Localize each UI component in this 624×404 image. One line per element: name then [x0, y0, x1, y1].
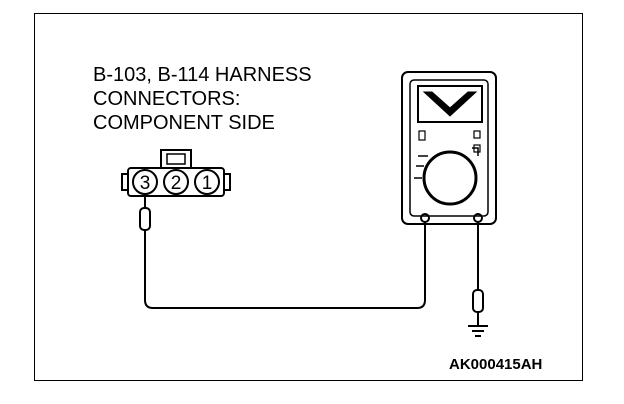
connector-ear-left [121, 173, 129, 191]
ground-lead [472, 222, 484, 326]
probe-pin3 [139, 194, 151, 231]
ground-symbol-icon [468, 325, 488, 337]
pin-1-label: 1 [202, 173, 213, 194]
mode-button-right-top [473, 130, 481, 139]
dial-scale-marks [414, 147, 479, 179]
test-lead-wire [144, 222, 426, 309]
multimeter-inner [409, 79, 489, 217]
multimeter-display [417, 85, 483, 123]
connector-label: B-103, B-114 HARNESS CONNECTORS: COMPONE… [93, 63, 312, 135]
ground-probe [472, 289, 484, 313]
volt-symbol-icon [422, 91, 478, 117]
pin-2-label: 2 [171, 173, 182, 194]
diagram-frame [34, 13, 583, 381]
figure-code: AK000415AH [449, 356, 543, 373]
pin-3-label: 3 [140, 173, 151, 194]
connector-lock-inner [166, 153, 186, 165]
multimeter [401, 71, 497, 225]
multimeter-dial [422, 150, 478, 206]
connector-label-line3: COMPONENT SIDE [93, 112, 275, 134]
multimeter-case [401, 71, 497, 225]
pin-1-circle [194, 169, 220, 195]
connector-lock-tab [160, 149, 192, 168]
pin-2-circle [163, 169, 189, 195]
jack-right [473, 213, 483, 223]
jack-left [420, 213, 430, 223]
connector-ear-right [223, 173, 231, 191]
connector-label-line1: B-103, B-114 HARNESS [93, 64, 312, 86]
connector-label-line2: CONNECTORS: [93, 88, 241, 110]
harness-connector [121, 149, 231, 197]
mode-button-left [418, 130, 426, 141]
